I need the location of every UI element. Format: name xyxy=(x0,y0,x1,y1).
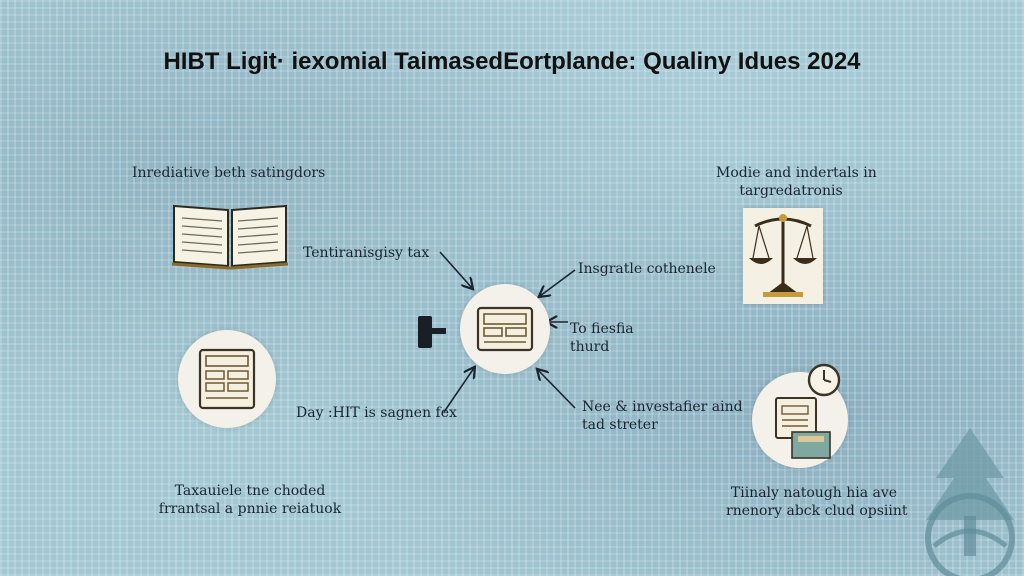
node-label-bottom-left-line1: Taxauiele tne choded xyxy=(174,483,326,499)
calculator-icon xyxy=(198,348,256,410)
scales-icon xyxy=(749,214,817,297)
node-label-top-right-line2: targredatronis xyxy=(739,183,843,199)
arrow-top-left xyxy=(439,251,472,288)
document-stack-icon xyxy=(775,397,831,459)
clock-icon xyxy=(807,363,841,397)
node-label-top-left: Inrediative beth satingdors xyxy=(132,165,326,181)
document-screen-icon xyxy=(476,306,534,352)
open-book-icon xyxy=(171,204,289,270)
node-label-top-right: Modie and indertals in targredatronis xyxy=(716,164,877,200)
arrow-top-right xyxy=(540,269,576,296)
tree-emblem-icon xyxy=(925,428,1015,576)
scales-card xyxy=(743,208,823,304)
arrow-label-left-top: Tentiranisgisy tax xyxy=(303,245,430,261)
arrow-label-right-bottom: Nee & investafier aind tad streter xyxy=(582,398,743,434)
arrow-label-right-middle-line1: To fiesfia xyxy=(570,321,634,337)
arrow-label-right-bottom-line1: Nee & investafier aind xyxy=(582,399,743,415)
node-label-bottom-right-line1: Tiinaly natough hia ave xyxy=(730,485,898,501)
arrow-label-right-middle-line2: thurd xyxy=(570,339,610,355)
arrow-label-right-bottom-line2: tad streter xyxy=(582,417,658,433)
diagram-title: HIBT Ligit· iexomial TaimasedEortplande:… xyxy=(163,48,861,75)
node-label-bottom-left: Taxauiele tne choded frrantsal a pnnie r… xyxy=(150,482,350,518)
arrow-label-right-top: Insgratle cothenele xyxy=(578,261,716,277)
arrow-bottom-right xyxy=(538,370,576,409)
arrow-label-left-bottom: Day :HIT is sagnen fex xyxy=(296,405,457,421)
arrow-bottom-left xyxy=(443,368,474,413)
node-label-bottom-right: Tiinaly natough hia ave rnenory abck clu… xyxy=(726,484,908,520)
node-label-bottom-right-line2: rnenory abck clud opsiint xyxy=(726,503,908,519)
node-label-bottom-left-line2: frrantsal a pnnie reiatuok xyxy=(158,501,342,517)
plug-icon xyxy=(418,316,446,348)
center-node xyxy=(460,284,550,374)
node-label-top-right-line1: Modie and indertals in xyxy=(716,165,877,181)
bottom-left-node xyxy=(178,330,276,428)
arrow-label-right-middle: To fiesfia thurd xyxy=(570,320,634,356)
